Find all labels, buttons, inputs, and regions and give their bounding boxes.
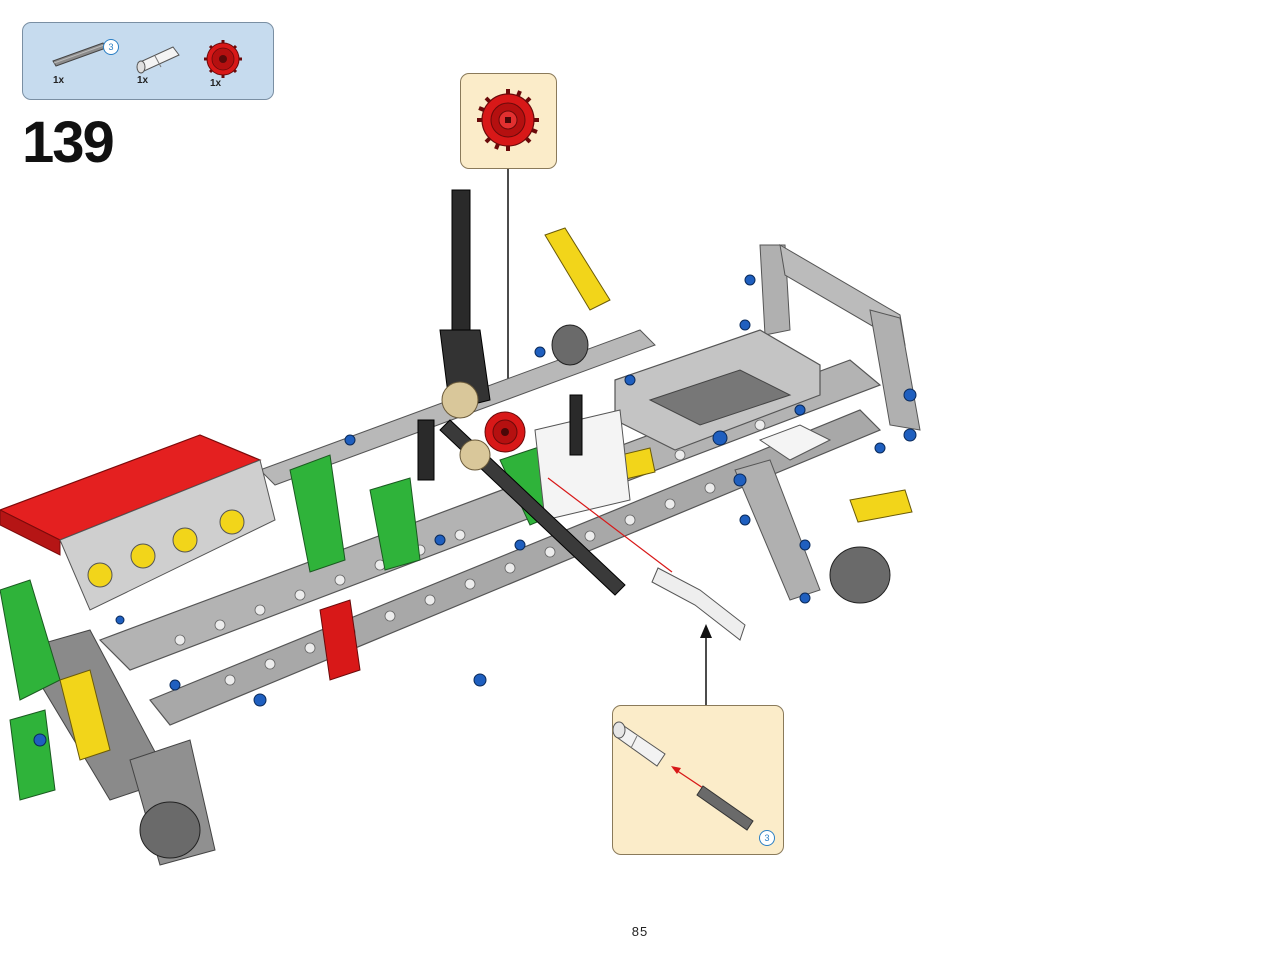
axle-icon [52, 42, 107, 67]
blue-pins [33, 274, 917, 747]
gear-callout-box [460, 73, 557, 169]
step-number: 139 [22, 110, 115, 175]
red-liftarm [319, 599, 361, 681]
yellow-parts [59, 227, 913, 761]
axle-length-badge: 3 [759, 830, 775, 846]
subassembly-callout-box: 3 [612, 705, 784, 855]
axle-pin-icon [613, 721, 666, 767]
tan-gears [441, 381, 491, 471]
red-gear-quantity: 1x [210, 78, 222, 89]
axle-icon [696, 785, 754, 831]
chassis-frame [19, 244, 921, 866]
green-parts [0, 439, 591, 801]
axle-pin-quantity: 1x [137, 75, 149, 86]
axle-quantity: 1x [53, 75, 65, 86]
red-gear-icon [477, 89, 539, 151]
page-number: 85 [631, 924, 649, 939]
axle-pin-icon [136, 46, 180, 74]
white-beam [534, 409, 631, 521]
gear-callout-art [477, 89, 539, 151]
red-gear-icon [204, 40, 242, 78]
engine-block [0, 434, 276, 611]
parts-list-box: 3 1x 1x 1x [22, 22, 274, 100]
axle-pin-inserting [651, 567, 746, 641]
insert-guide-line [547, 477, 673, 573]
black-lever [417, 189, 626, 596]
axle-length-badge: 3 [103, 39, 119, 55]
beam-holes [174, 404, 806, 686]
installed-red-gear [484, 411, 526, 453]
parts-list-art [52, 40, 242, 78]
